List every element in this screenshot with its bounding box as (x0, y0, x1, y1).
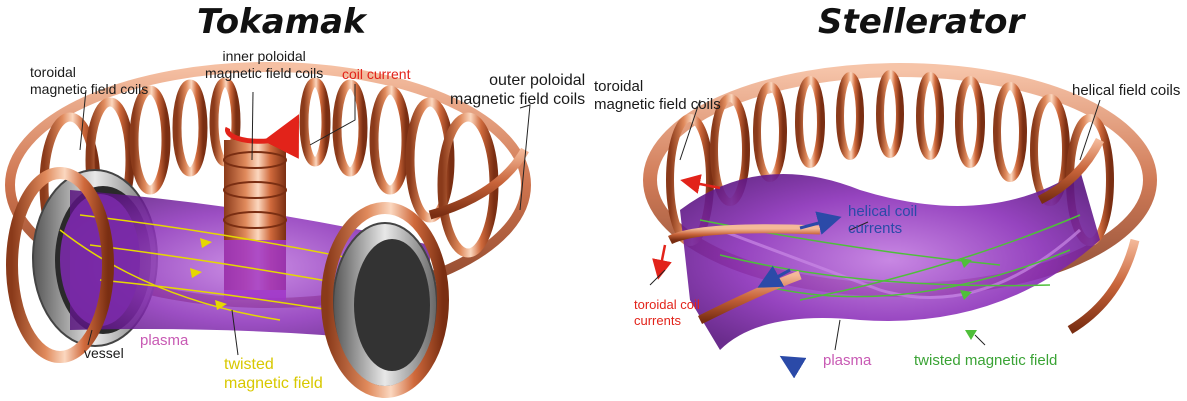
stellerator-label-helical-currents: helical coil currents (848, 203, 917, 237)
tokamak-label-vessel: vessel (84, 345, 124, 362)
tokamak-label-twisted-field: twisted magnetic field (224, 355, 323, 393)
tokamak-drawing (10, 67, 526, 392)
tokamak-label-outer-poloidal: outer poloidal magnetic field coils (450, 71, 585, 109)
stellerator-label-plasma: plasma (823, 352, 871, 369)
stellerator-label-toroidal-currents: toroidal coil currents (634, 297, 700, 329)
tokamak-title: Tokamak (197, 2, 366, 42)
stellerator-label-toroidal-coils: toroidal magnetic field coils (594, 78, 721, 114)
tokamak-label-toroidal-coils: toroidal magnetic field coils (30, 64, 148, 98)
stellerator-title: Stellerator (818, 2, 1024, 42)
tokamak-label-coil-current: coil current (342, 66, 410, 83)
stellerator-label-twisted-field: twisted magnetic field (914, 352, 1057, 369)
tokamak-label-plasma: plasma (140, 332, 188, 349)
stellerator-label-helical-coils: helical field coils (1072, 82, 1180, 99)
tokamak-label-inner-poloidal: inner poloidal magnetic field coils (205, 48, 323, 82)
